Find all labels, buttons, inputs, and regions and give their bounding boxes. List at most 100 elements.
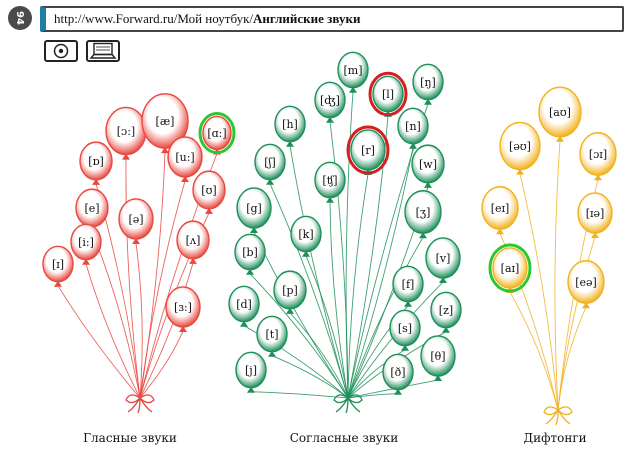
cd-disc-icon[interactable]: [44, 40, 78, 62]
balloon[interactable]: [ʃ]: [254, 143, 286, 185]
balloon-sound-label: [k]: [298, 228, 313, 241]
balloon-knot: [268, 350, 276, 357]
balloon-knot: [205, 207, 213, 214]
balloon-string: [57, 285, 141, 399]
balloon[interactable]: [w]: [411, 144, 445, 188]
ribbon-bow: [333, 394, 363, 414]
balloon[interactable]: [aɪ]: [492, 247, 528, 294]
balloon-sound-label: [t]: [265, 328, 278, 341]
highlight-ring: [198, 111, 236, 155]
balloon-knot: [189, 257, 197, 264]
balloon-sound-label: [ɪə]: [586, 207, 605, 220]
balloon-string: [509, 291, 559, 411]
balloon[interactable]: [j]: [235, 351, 267, 393]
balloon-knot: [326, 116, 334, 123]
balloon-sound-label: [ʌ]: [186, 234, 201, 247]
balloon[interactable]: [eə]: [567, 260, 605, 309]
balloon[interactable]: [eɪ]: [481, 186, 519, 235]
balloon[interactable]: [æ]: [141, 93, 189, 154]
ribbon-bow: [543, 406, 573, 426]
balloon[interactable]: [u:]: [167, 136, 203, 183]
balloon-knot: [181, 176, 189, 183]
balloon-sound-label: [n]: [405, 120, 421, 133]
highlight-ring: [488, 243, 532, 293]
balloon-knot: [302, 250, 310, 257]
balloon-string: [345, 91, 354, 399]
balloon[interactable]: [ʌ]: [176, 220, 210, 264]
balloon[interactable]: [ɒ]: [79, 141, 113, 185]
balloon[interactable]: [p]: [273, 270, 307, 314]
balloon-sound-label: [v]: [436, 252, 451, 265]
balloon[interactable]: [ɔɪ]: [579, 132, 617, 181]
balloon[interactable]: [aʊ]: [538, 86, 582, 142]
address-section: Английские звуки: [253, 11, 361, 26]
balloon[interactable]: [i:]: [70, 223, 102, 265]
balloon[interactable]: [ɪə]: [577, 192, 613, 239]
balloon-knot: [591, 232, 599, 239]
balloon[interactable]: [s]: [389, 309, 421, 351]
highlight-ring: [346, 125, 390, 175]
balloon-string: [289, 312, 349, 399]
balloon[interactable]: [ŋ]: [412, 63, 444, 105]
balloon[interactable]: [h]: [274, 105, 306, 147]
balloon[interactable]: [n]: [397, 107, 429, 149]
balloon-sound-label: [eə]: [575, 276, 597, 289]
balloon[interactable]: [d]: [228, 285, 260, 327]
balloon-sound-label: [ɑ:]: [207, 127, 226, 140]
balloon-sound-label: [ə]: [128, 213, 143, 226]
balloon[interactable]: [v]: [425, 237, 461, 284]
balloon-sound-label: [ŋ]: [420, 76, 436, 89]
balloon-sound-label: [w]: [419, 158, 437, 171]
balloon[interactable]: [ɜ:]: [165, 286, 201, 333]
balloon-string: [557, 307, 587, 411]
balloon[interactable]: [ð]: [382, 353, 414, 395]
balloon-string: [269, 183, 349, 399]
balloon-knot: [161, 147, 169, 154]
balloon[interactable]: [k]: [290, 215, 322, 257]
balloon[interactable]: [l]: [372, 75, 404, 117]
balloon-sound-label: [f]: [402, 278, 415, 291]
balloon-sound-label: [ʊ]: [201, 184, 216, 197]
laptop-icon[interactable]: [86, 40, 120, 62]
balloon-sound-label: [b]: [242, 246, 258, 259]
balloon[interactable]: [e]: [75, 188, 109, 232]
balloon[interactable]: [b]: [234, 233, 266, 275]
balloon[interactable]: [əʊ]: [499, 121, 541, 175]
balloon[interactable]: [z]: [430, 291, 462, 333]
balloon-knot: [424, 181, 432, 188]
balloon-sound-label: [ɪ]: [52, 258, 64, 271]
balloon[interactable]: [ɪ]: [42, 245, 74, 287]
balloon[interactable]: [θ]: [420, 335, 456, 382]
balloon-sound-label: [m]: [343, 64, 362, 77]
balloon-knot: [556, 135, 564, 142]
balloon-string: [554, 140, 561, 411]
balloon[interactable]: [ʒ]: [404, 190, 442, 239]
balloon-knot: [266, 178, 274, 185]
balloon[interactable]: [ɑ:]: [202, 115, 232, 155]
balloon[interactable]: [ɔ:]: [105, 106, 147, 160]
balloon-sound-label: [ɒ]: [88, 155, 104, 168]
balloon-string: [249, 273, 349, 399]
vowels-caption: Гласные звуки: [83, 431, 177, 445]
balloon-sound-label: [r]: [361, 144, 375, 157]
balloon[interactable]: [g]: [236, 187, 272, 234]
balloon-sound-label: [ɔɪ]: [589, 148, 607, 161]
balloon[interactable]: [ʧ]: [314, 161, 346, 203]
balloon-string: [85, 263, 141, 399]
balloon[interactable]: [ə]: [118, 198, 154, 245]
balloon[interactable]: [m]: [337, 51, 369, 93]
balloon-string: [91, 230, 141, 399]
balloon[interactable]: [ʤ]: [314, 81, 346, 123]
balloon-sound-label: [p]: [282, 284, 298, 297]
balloon[interactable]: [t]: [256, 315, 288, 357]
balloon[interactable]: [ʊ]: [192, 170, 226, 214]
address-url: http://www.Forward.ru/Мой ноутбук/: [54, 11, 253, 26]
balloon-knot: [122, 153, 130, 160]
balloon-string: [347, 281, 444, 399]
balloon-sound-label: [ɔ:]: [117, 125, 135, 138]
balloon[interactable]: [f]: [392, 265, 424, 307]
balloon-string: [139, 330, 184, 399]
balloon-sound-label: [aʊ]: [549, 106, 571, 119]
address-bar[interactable]: http://www.Forward.ru/Мой ноутбук/Англий…: [40, 6, 624, 32]
balloon-knot: [250, 227, 258, 234]
